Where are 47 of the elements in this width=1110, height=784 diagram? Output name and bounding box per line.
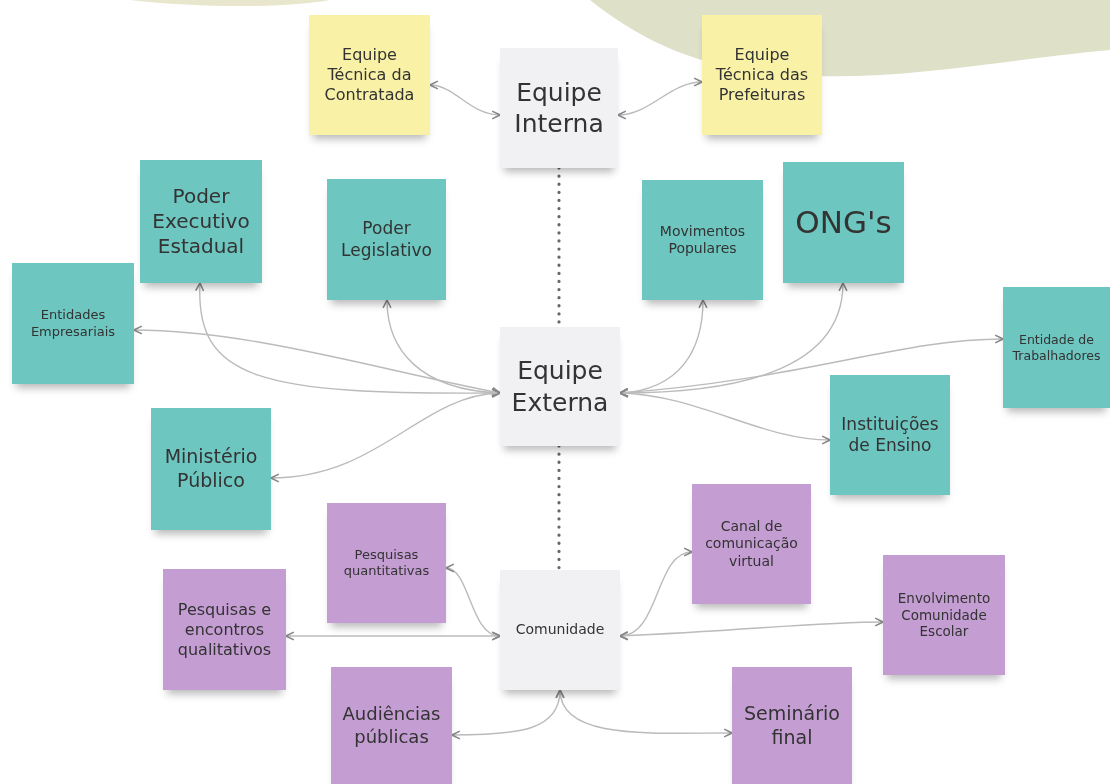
note-text: Equipe Técnica das Prefeituras: [714, 45, 810, 105]
note-text: Equipe Externa: [510, 355, 610, 418]
arrow: [133, 325, 501, 397]
note-text: Audiências públicas: [341, 703, 442, 748]
arrow: [619, 617, 884, 641]
note-text: Entidade de Trabalhadores: [1011, 331, 1102, 364]
sticky-note: [1003, 287, 1110, 408]
note-text: Equipe Técnica da Contratada: [323, 45, 416, 105]
note-text: Canal de comunicação virtual: [704, 517, 799, 571]
sticky-note: [500, 327, 620, 446]
sticky-note: [500, 570, 620, 690]
note-text: Seminário final: [743, 701, 841, 750]
arrow: [617, 77, 703, 120]
note-text: Ministério Público: [163, 445, 259, 493]
sticky-note: [500, 48, 618, 168]
note-text: Poder Executivo Estadual: [151, 184, 251, 259]
sticky-note: [830, 375, 950, 495]
note-text: Instituições de Ensino: [840, 413, 940, 457]
note-text: Movimentos Populares: [658, 222, 747, 258]
sticky-note: [327, 179, 446, 300]
note-text: Pesquisas e encontros qualitativos: [176, 599, 273, 660]
sticky-note: [783, 162, 904, 283]
note-text: Equipe Interna: [513, 76, 605, 140]
arrow: [556, 689, 733, 738]
sticky-note: [732, 667, 852, 784]
arrow: [429, 81, 501, 120]
note-text: Envolvimento Comunidade Escolar: [896, 589, 992, 641]
note-text: Entidades Empresariais: [29, 307, 117, 340]
sticky-note: [331, 667, 452, 784]
sticky-note: [883, 555, 1005, 675]
note-text: Comunidade: [515, 621, 605, 639]
sticky-note: [327, 503, 446, 623]
note-text: Poder Legislativo: [340, 218, 433, 261]
sticky-note: [163, 569, 286, 690]
sticky-note: [702, 15, 822, 135]
arrow: [285, 631, 501, 641]
sticky-note: [642, 180, 763, 300]
sticky-note: [12, 263, 134, 384]
note-text: Pesquisas quantitativas: [342, 546, 431, 580]
sticky-note: [692, 484, 811, 604]
dotted-line: [557, 444, 561, 572]
arrow: [270, 389, 501, 483]
sticky-note: [140, 160, 262, 283]
arrow: [619, 388, 831, 445]
sticky-note: [151, 408, 271, 530]
sticky-note: [309, 15, 430, 135]
note-text: ONG's: [795, 203, 892, 242]
